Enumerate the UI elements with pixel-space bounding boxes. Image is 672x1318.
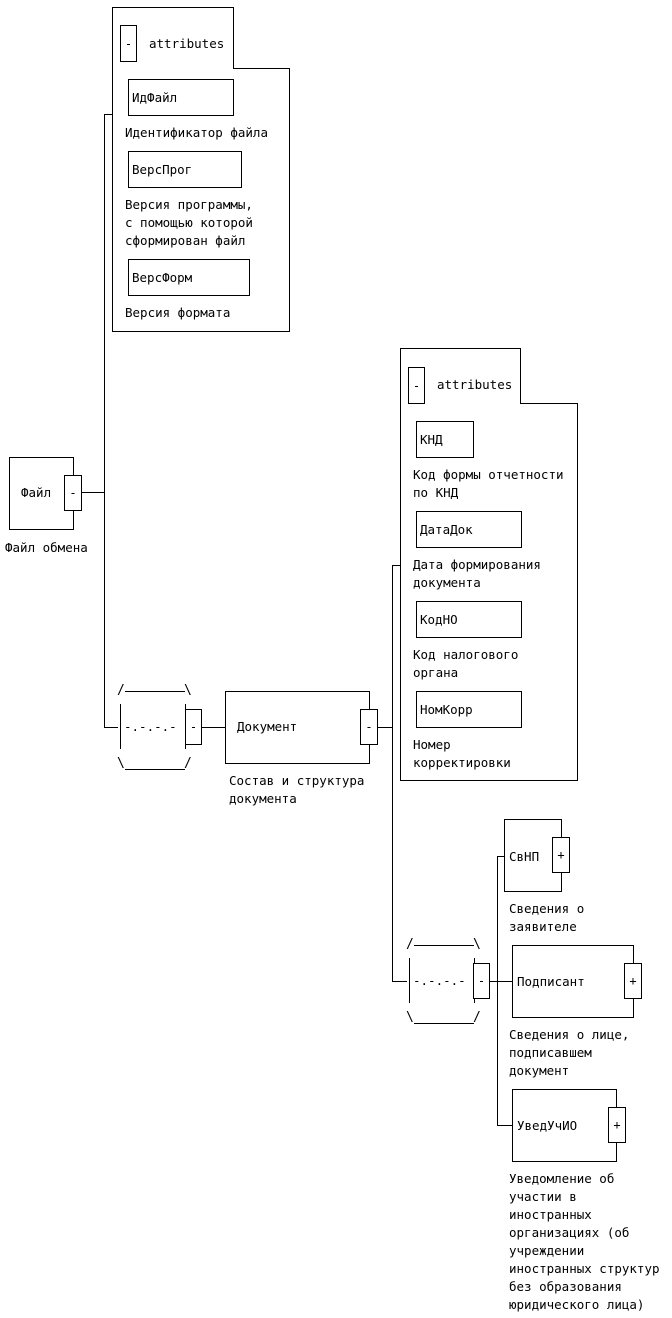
expand-toggle[interactable]: + (552, 837, 570, 873)
connector-line (392, 981, 407, 982)
sequence-dots: -.-.-.- (124, 719, 177, 734)
sequence-toggle[interactable]: - (185, 709, 202, 745)
attribute-description: Версия формата (125, 305, 231, 320)
connector-line (497, 981, 513, 982)
connector-line (104, 114, 113, 115)
connector-line (497, 856, 505, 857)
attribute-description: Номер корректировки (413, 737, 511, 770)
attribute-box[interactable]: КодНО (416, 601, 522, 638)
sequence-top-line (414, 945, 474, 946)
attribute-box[interactable]: ИдФайл (128, 79, 234, 116)
attribute-description: Код формы отчетности по КНД (413, 467, 564, 500)
sequence-corner: \ (473, 937, 481, 952)
sequence-compositor[interactable]: / \ -.-.-.- \ / (117, 684, 203, 772)
sequence-top-line (125, 691, 185, 692)
collapse-toggle[interactable]: - (360, 709, 378, 745)
connector-line (497, 1125, 513, 1126)
element-podpisant[interactable]: Подписант (512, 945, 634, 1018)
attribute-name: НомКорр (420, 702, 473, 717)
attribute-description: Дата формирования документа (413, 557, 541, 590)
expand-toggle[interactable]: + (608, 1107, 626, 1143)
connector-line (104, 727, 118, 728)
element-dokument[interactable]: Документ (225, 691, 370, 764)
attribute-description: Код налогового органа (413, 647, 519, 680)
expand-toggle[interactable]: + (624, 963, 642, 999)
sequence-corner: / (473, 1010, 481, 1025)
attribute-name: КодНО (420, 612, 458, 627)
attribute-name: КНД (420, 432, 443, 447)
attribute-description: Версия программы, с помощью которой сфор… (125, 197, 253, 248)
element-description: Файл обмена (5, 540, 88, 555)
element-name: УведУчИО (517, 1118, 578, 1133)
sequence-corner: / (184, 756, 192, 771)
element-description: Состав и структура документа (229, 773, 365, 806)
sequence-corner: \ (406, 1010, 414, 1025)
connector-line (392, 565, 393, 981)
connector-line (497, 856, 498, 1126)
attribute-box[interactable]: КНД (416, 421, 474, 458)
element-veduchio[interactable]: УведУчИО (512, 1089, 617, 1162)
attribute-box[interactable]: ВерсФорм (128, 259, 250, 296)
sequence-corner: / (117, 683, 125, 698)
connector-line (201, 727, 225, 728)
element-description: Уведомление об участии в иностранных орг… (509, 1171, 660, 1312)
sequence-left-bar (409, 958, 410, 1003)
collapse-toggle[interactable]: - (64, 475, 82, 511)
element-description: Сведения о заявителе (509, 901, 585, 934)
element-description: Сведения о лице, подписавшем документ (509, 1027, 630, 1078)
attribute-box[interactable]: НомКорр (416, 691, 522, 728)
attribute-description: Идентификатор файла (125, 125, 268, 140)
connector-line (81, 492, 104, 493)
connector-line (377, 727, 392, 728)
sequence-left-bar (120, 704, 121, 749)
attributes-header: attributes (437, 377, 513, 392)
sequence-corner: / (406, 937, 414, 952)
attribute-name: ИдФайл (132, 90, 178, 105)
sequence-corner: \ (184, 683, 192, 698)
attribute-box[interactable]: ДатаДок (416, 511, 522, 548)
sequence-toggle[interactable]: - (473, 963, 490, 999)
attribute-box[interactable]: ВерсПрог (128, 151, 242, 188)
attribute-name: ДатаДок (420, 522, 473, 537)
sequence-bottom-line (125, 769, 185, 770)
sequence-compositor[interactable]: / \ -.-.-.- \ / (406, 938, 492, 1026)
attributes-header: attributes (149, 36, 225, 51)
attribute-name: ВерсФорм (132, 270, 193, 285)
attributes-toggle[interactable]: - (120, 25, 137, 62)
connector-line (104, 114, 105, 727)
element-fail[interactable]: Файл (9, 457, 74, 530)
element-name: Файл (21, 485, 52, 500)
connector-line (489, 981, 498, 982)
attribute-name: ВерсПрог (132, 162, 193, 177)
sequence-bottom-line (414, 1023, 474, 1024)
element-name: СвНП (509, 849, 540, 864)
sequence-dots: -.-.-.- (413, 973, 466, 988)
sequence-corner: \ (117, 756, 125, 771)
attributes-toggle[interactable]: - (408, 367, 425, 404)
element-name: Подписант (517, 974, 585, 989)
connector-line (392, 565, 401, 566)
element-name: Документ (237, 719, 298, 734)
